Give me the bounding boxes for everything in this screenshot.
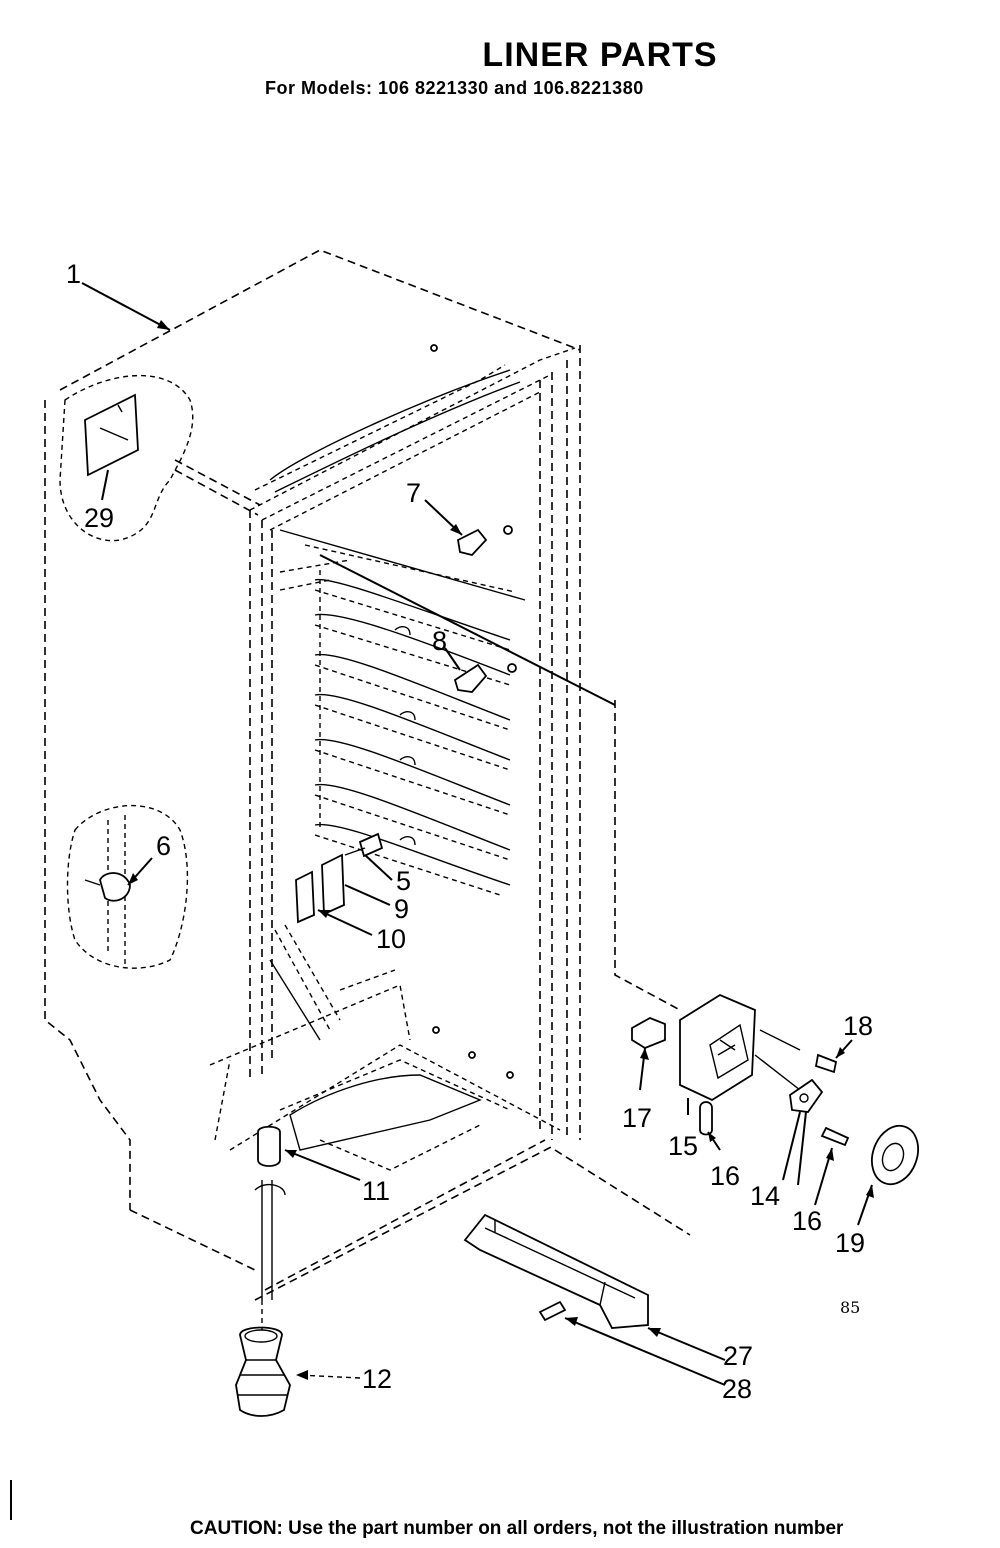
part-8-support [444, 647, 517, 693]
callout-11: 11 [362, 1176, 390, 1206]
callout-28: 28 [722, 1374, 752, 1404]
callout-16-upper: 16 [710, 1161, 740, 1191]
part-6-clip [66, 804, 189, 969]
callout-8: 8 [432, 626, 447, 656]
callout-12: 12 [362, 1364, 392, 1394]
shelf-rails [269, 544, 516, 1041]
part-7-support [424, 499, 513, 557]
base-rail [463, 1213, 726, 1386]
diagram-code: 85 [840, 1298, 861, 1317]
part-29-label [59, 374, 194, 542]
cabinet-hole [506, 1071, 514, 1079]
cabinet-outline [44, 249, 691, 1271]
thermostat-parts [782, 1039, 919, 1226]
cabinet-hole [430, 344, 438, 352]
callout-16-lower: 16 [792, 1206, 822, 1236]
callout-18: 18 [843, 1011, 873, 1041]
callout-6: 6 [156, 831, 171, 861]
callout-17: 17 [622, 1103, 652, 1133]
cabinet-hole [432, 1026, 440, 1034]
part-1-leader [81, 282, 171, 331]
callout-7: 7 [406, 478, 421, 508]
callout-29: 29 [84, 503, 114, 533]
models-subtitle: For Models: 106 8221330 and 106.8221380 [265, 78, 644, 98]
hinge-hardware [295, 832, 393, 936]
callout-15: 15 [668, 1131, 698, 1161]
part-12-leg [235, 1300, 361, 1417]
liner-box [209, 347, 616, 1301]
callout-27: 27 [723, 1341, 753, 1371]
scan-edge-mark [10, 1480, 12, 1520]
part-11-stud [254, 1125, 361, 1300]
control-box [631, 993, 801, 1151]
caution-footer: CAUTION: Use the part number on all orde… [190, 1518, 844, 1539]
callout-14: 14 [750, 1181, 780, 1211]
callout-1: 1 [66, 259, 81, 289]
callout-5: 5 [396, 866, 411, 896]
cabinet-hole [468, 1051, 476, 1059]
page-title: LINER PARTS [482, 36, 718, 74]
callout-19: 19 [835, 1228, 865, 1258]
callout-9: 9 [394, 894, 409, 924]
callout-10: 10 [376, 924, 406, 954]
